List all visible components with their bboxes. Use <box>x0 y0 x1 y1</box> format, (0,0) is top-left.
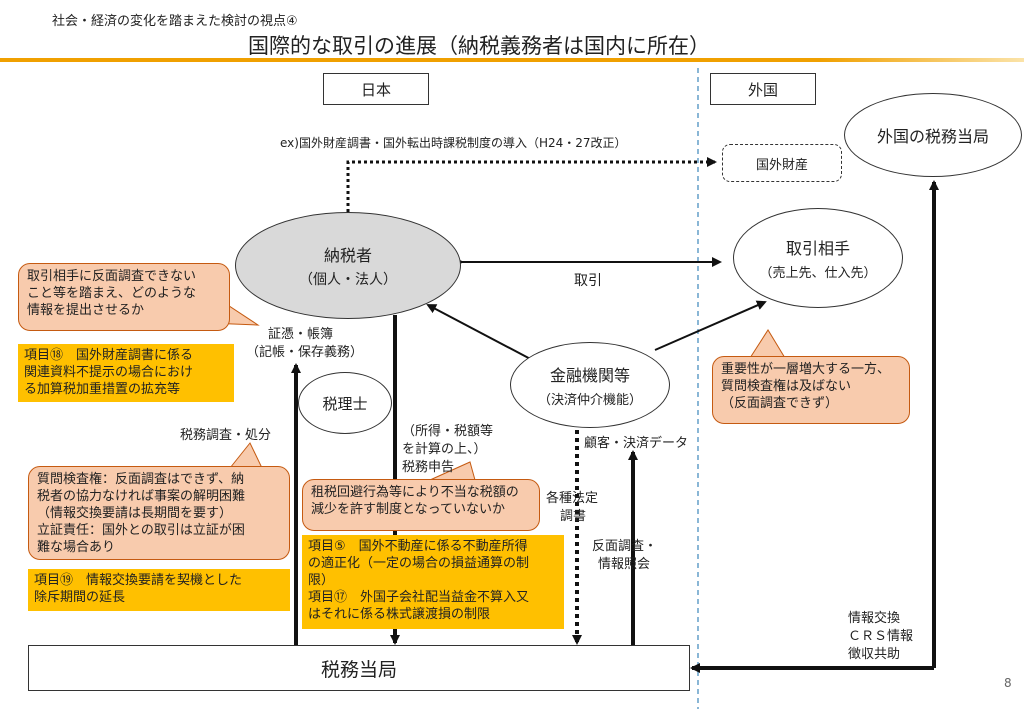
callout-line: （反面調査できず） <box>721 396 839 411</box>
customer-data-label: 顧客・決済データ <box>584 436 689 451</box>
finance-to-taxpayer-arrow <box>426 304 539 364</box>
callout-line: 情報を提出させるか <box>27 303 145 318</box>
evidence-label: （記帳・保存義務） <box>246 345 364 360</box>
callout-tail <box>228 442 263 469</box>
tax-return-label: 税務申告 <box>402 460 455 475</box>
item-18: 項目⑱ 国外財産調書に係る 関連資料不提示の場合におけ る加算税加重措置の拡充等 <box>18 344 234 402</box>
page-title: 国際的な取引の進展（納税義務者は国内に所在） <box>248 34 710 58</box>
callout-line: 取引相手に反面調査できない <box>27 269 197 284</box>
statutory-reports-label: 各種法定 <box>546 491 599 506</box>
transaction-label: 取引 <box>574 273 602 289</box>
foreign-assets-node: 国外財産 <box>722 144 842 182</box>
callout-tail <box>749 329 786 359</box>
page-number: 8 <box>1004 676 1012 690</box>
item-line: 関連資料不提示の場合におけ <box>24 365 194 380</box>
callout-line: 租税回避行為等により不当な税額の <box>311 485 519 500</box>
tax-return-label: を計算の上、） <box>402 442 487 457</box>
callout-inspection: 質問検査権：反面調査はできず、納 税者の協力なければ事案の解明困難 （情報交換要… <box>28 466 290 560</box>
callout-avoidance: 租税回避行為等により不当な税額の 減少を許す制度となっていないか <box>302 479 540 531</box>
item-line: はそれに係る株式譲渡損の制限 <box>308 607 491 622</box>
callout-line: 立証責任：国外との取引は立証が困 <box>37 523 245 538</box>
item-line: 限） <box>308 573 335 588</box>
foreign-assets-note: ex)国外財産調書・国外転出時課税制度の導入（H24・27改正） <box>280 136 627 150</box>
item-19: 項目⑲ 情報交換要請を契機とした 除斥期間の延長 <box>28 569 290 611</box>
tax-audit-label: 税務調査・処分 <box>180 428 272 443</box>
region-japan: 日本 <box>323 73 429 105</box>
financial-institution-name: 金融機関等 <box>549 366 630 385</box>
callout-line: 難な場合あり <box>37 540 116 555</box>
item-5-17: 項目⑤ 国外不動産に係る不動産所得 の適正化（一定の場合の損益通算の制 限） 項… <box>302 535 564 629</box>
callout-line: （情報交換要請は長期間を要す） <box>37 506 233 521</box>
taxpayer-name: 納税者 <box>323 246 372 265</box>
callout-line: 質問検査権は及ばない <box>721 379 852 394</box>
foreign-tax-authority-label: 外国の税務当局 <box>876 127 989 146</box>
callout-line: 重要性が一層増大する一方、 <box>721 362 891 377</box>
tax-return-label: （所得・税額等 <box>402 424 494 439</box>
counter-audit-label: 情報照会 <box>598 557 651 572</box>
region-foreign: 外国 <box>710 73 816 105</box>
callout-counterparty-info: 取引相手に反面調査できない こと等を踏まえ、どのような 情報を提出させるか <box>18 263 230 331</box>
callout-importance: 重要性が一層増大する一方、 質問検査権は及ばない （反面調査できず） <box>712 356 910 424</box>
financial-institution-sub: （決済仲介機能） <box>537 393 642 408</box>
statutory-reports-label: 調書 <box>560 509 587 524</box>
callout-line: こと等を踏まえ、どのような <box>27 286 197 301</box>
counterparty-name: 取引相手 <box>785 239 850 258</box>
counter-audit-label: 反面調査・ <box>592 539 658 554</box>
callout-line: 税者の協力なければ事案の解明困難 <box>37 489 246 504</box>
item-line: 項目⑰ 外国子会社配当益金不算入又 <box>308 590 530 605</box>
evidence-label: 証憑・帳簿 <box>268 327 334 342</box>
tax-authority-node: 税務当局 <box>28 645 690 691</box>
item-line: る加算税加重措置の拡充等 <box>24 382 181 397</box>
header-accent-line <box>0 58 1024 62</box>
callout-line: 質問検査権：反面調査はできず、納 <box>37 472 245 487</box>
info-exchange-label: 情報交換 <box>848 611 901 626</box>
header-subtitle: 社会・経済の変化を踏まえた検討の視点④ <box>52 14 298 29</box>
item-line: 除斥期間の延長 <box>34 590 126 605</box>
taxpayer-node: 納税者 （個人・法人） <box>235 212 461 319</box>
info-exchange-label: ＣＲＳ情報 <box>848 629 914 644</box>
tax-accountant-label: 税理士 <box>322 394 368 413</box>
tax-accountant-node: 税理士 <box>298 372 392 434</box>
foreign-tax-authority-node: 外国の税務当局 <box>844 93 1022 177</box>
foreign-assets-dotted-line <box>346 157 717 212</box>
item-line: 項目⑤ 国外不動産に係る不動産所得 <box>308 539 528 554</box>
counterparty-sub: （売上先、仕入先） <box>759 266 877 281</box>
info-exchange-label: 徴収共助 <box>848 647 901 662</box>
item-line: 項目⑱ 国外財産調書に係る <box>24 348 194 363</box>
finance-to-counterparty-arrow <box>654 300 767 351</box>
item-line: 項目⑲ 情報交換要請を契機とした <box>34 573 243 588</box>
financial-institution-node: 金融機関等 （決済仲介機能） <box>510 342 670 428</box>
callout-line: 減少を許す制度となっていないか <box>311 502 505 517</box>
taxpayer-sub: （個人・法人） <box>299 272 397 288</box>
counterparty-node: 取引相手 （売上先、仕入先） <box>733 208 903 308</box>
item-line: の適正化（一定の場合の損益通算の制 <box>308 556 530 571</box>
